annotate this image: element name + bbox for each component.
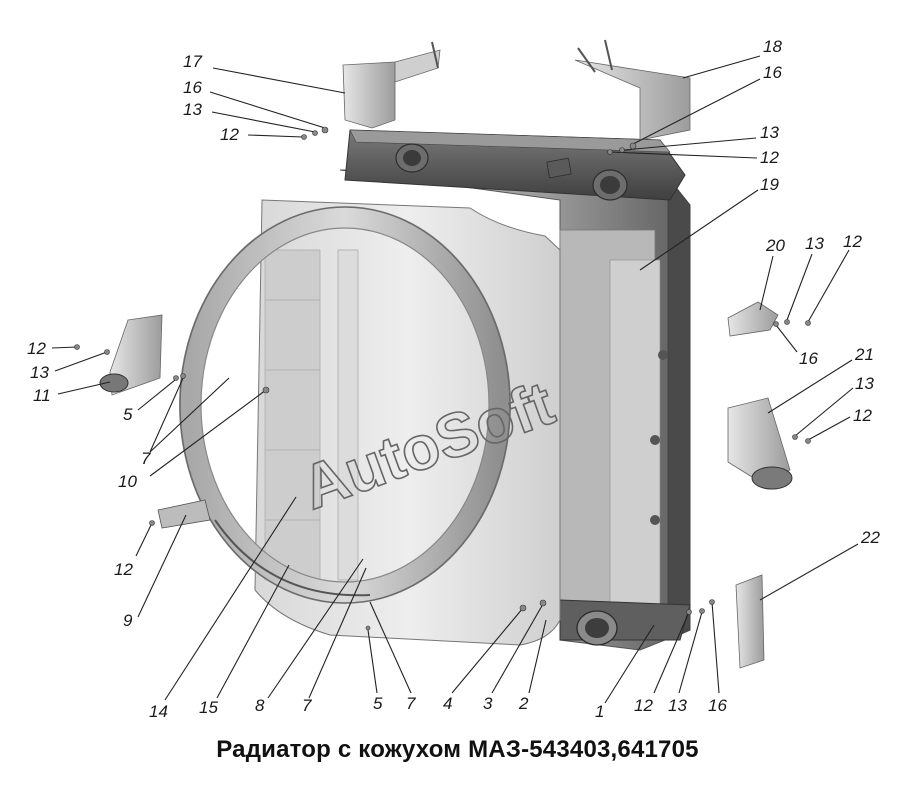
callout-16b: 16 — [763, 63, 782, 82]
leader-9 — [137, 514, 187, 618]
leader-13c — [786, 253, 813, 321]
leader-12a — [247, 134, 304, 138]
callout-8: 8 — [255, 696, 265, 715]
bracket-21 — [727, 397, 793, 490]
callout-22: 22 — [860, 528, 880, 547]
leader-13e — [54, 351, 108, 372]
leader-18 — [682, 55, 761, 79]
leader-20 — [759, 255, 774, 311]
leader-16a — [209, 91, 326, 129]
leader-13f — [678, 611, 703, 694]
leader-12c — [807, 249, 850, 323]
leader-13a — [211, 111, 316, 133]
callout-13b: 13 — [760, 123, 779, 142]
callout-13f: 13 — [668, 696, 687, 715]
leader-21 — [767, 359, 853, 414]
callout-labels: 17 16 13 12 18 16 13 12 19 20 13 12 16 2… — [27, 37, 880, 721]
callout-20: 20 — [765, 236, 785, 255]
callout-16c: 16 — [799, 349, 818, 368]
leader-2 — [528, 619, 547, 694]
callout-12f: 12 — [114, 560, 133, 579]
bracket-20 — [727, 301, 779, 337]
leader-16c — [775, 324, 798, 353]
leader-3 — [491, 603, 544, 694]
callout-1: 1 — [595, 702, 604, 721]
leader-13b — [623, 137, 757, 151]
callout-5b: 5 — [373, 694, 383, 713]
leader-7a2 — [149, 377, 230, 453]
callout-13d: 13 — [855, 374, 874, 393]
leader-19 — [639, 189, 759, 271]
plate-22 — [735, 574, 765, 669]
radiator-core — [339, 169, 691, 651]
callout-13c: 13 — [805, 234, 824, 253]
callout-12e: 12 — [27, 339, 46, 358]
callout-10: 10 — [118, 472, 137, 491]
bracket-11 — [99, 314, 163, 396]
callout-13e: 13 — [30, 363, 49, 382]
leader-13d — [794, 387, 854, 437]
leader-12b — [609, 151, 758, 159]
leader-7a1 — [149, 375, 185, 453]
leader-16d — [711, 601, 720, 694]
leader-12e — [51, 346, 78, 349]
leader-16b — [632, 78, 761, 145]
callout-5a: 5 — [123, 405, 133, 424]
callout-13a: 13 — [183, 100, 202, 119]
callout-7b: 7 — [302, 696, 312, 715]
leader-10 — [149, 389, 267, 477]
leader-12g — [653, 611, 690, 694]
leader-1 — [604, 624, 655, 704]
bracket-18 — [574, 39, 691, 141]
leader-17 — [212, 67, 346, 94]
radiator-top-tank — [344, 129, 686, 201]
shroud-ring — [179, 206, 511, 604]
radiator-bottom-tank — [559, 599, 691, 646]
leader-11 — [57, 381, 111, 395]
callout-12g: 12 — [634, 696, 653, 715]
callout-17a: 17 — [183, 52, 202, 71]
callout-15: 15 — [199, 698, 218, 717]
leader-5b — [367, 629, 378, 694]
leader-7c — [369, 601, 412, 694]
bracket-17 — [342, 41, 441, 129]
leader-5a — [137, 379, 176, 411]
fasteners — [74, 126, 811, 631]
diagram-caption: Радиатор с кожухом МАЗ-543403,641705 — [216, 736, 699, 763]
callout-21: 21 — [854, 345, 874, 364]
leader-8 — [267, 558, 364, 699]
callout-12a: 12 — [220, 125, 239, 144]
callout-16d: 16 — [708, 696, 727, 715]
callout-14: 14 — [149, 702, 168, 721]
leader-22 — [759, 543, 859, 601]
callout-12c: 12 — [843, 232, 862, 251]
callout-11: 11 — [33, 386, 51, 405]
callout-3: 3 — [483, 694, 493, 713]
callout-7c: 7 — [406, 694, 416, 713]
leader-12d — [807, 416, 851, 441]
leader-7b — [308, 567, 367, 699]
leader-4 — [451, 607, 524, 694]
leader-lines — [51, 55, 859, 704]
callout-12b: 12 — [760, 148, 779, 167]
callout-16a: 16 — [183, 78, 202, 97]
leader-15 — [216, 564, 290, 699]
callout-9: 9 — [123, 611, 133, 630]
callout-12d: 12 — [853, 406, 872, 425]
plate-9 — [157, 499, 211, 529]
callout-4: 4 — [443, 694, 452, 713]
callout-19: 19 — [760, 175, 779, 194]
callout-2: 2 — [518, 694, 529, 713]
leader-12f — [135, 522, 153, 557]
leader-14 — [164, 496, 297, 701]
callout-18: 18 — [763, 37, 782, 56]
callout-7a: 7 — [141, 449, 151, 468]
